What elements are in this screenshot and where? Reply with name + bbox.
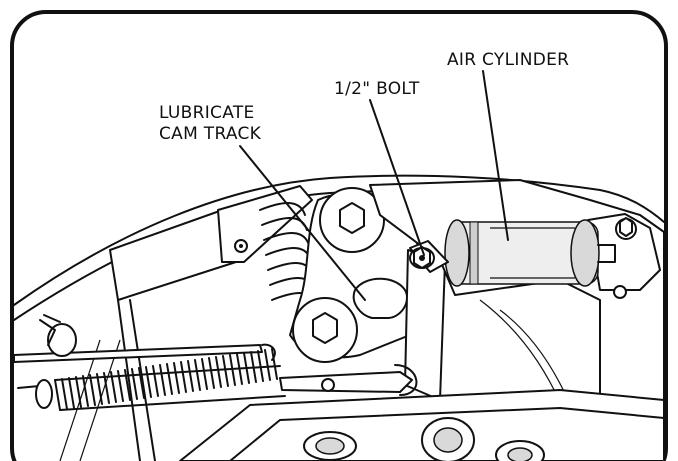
half-inch-bolt	[409, 240, 449, 273]
leader-bolt	[369, 99, 425, 256]
link-plate	[404, 249, 446, 401]
cylinder-mount	[587, 213, 661, 291]
callout-lubricate-line1: LUBRICATE	[159, 103, 255, 123]
extension-spring	[17, 348, 286, 411]
leader-cam-track	[239, 145, 366, 301]
callout-lubricate-cam-track: LUBRICATE CAM TRACK	[159, 103, 261, 145]
leader-air-cylinder	[482, 70, 509, 241]
spring-hook-rod	[279, 371, 413, 393]
frame-border	[10, 10, 668, 461]
callout-half-inch-bolt: 1/2" BOLT	[334, 79, 420, 99]
left-guard	[109, 207, 237, 301]
callout-air-cylinder: AIR CYLINDER	[447, 50, 570, 70]
cam-track-slot	[352, 277, 408, 319]
deck-outline	[13, 174, 665, 306]
link-rod	[13, 344, 263, 363]
callout-lubricate-line2: CAM TRACK	[159, 124, 262, 144]
air-cylinder	[444, 219, 616, 287]
bottom-crossmember	[179, 389, 665, 461]
